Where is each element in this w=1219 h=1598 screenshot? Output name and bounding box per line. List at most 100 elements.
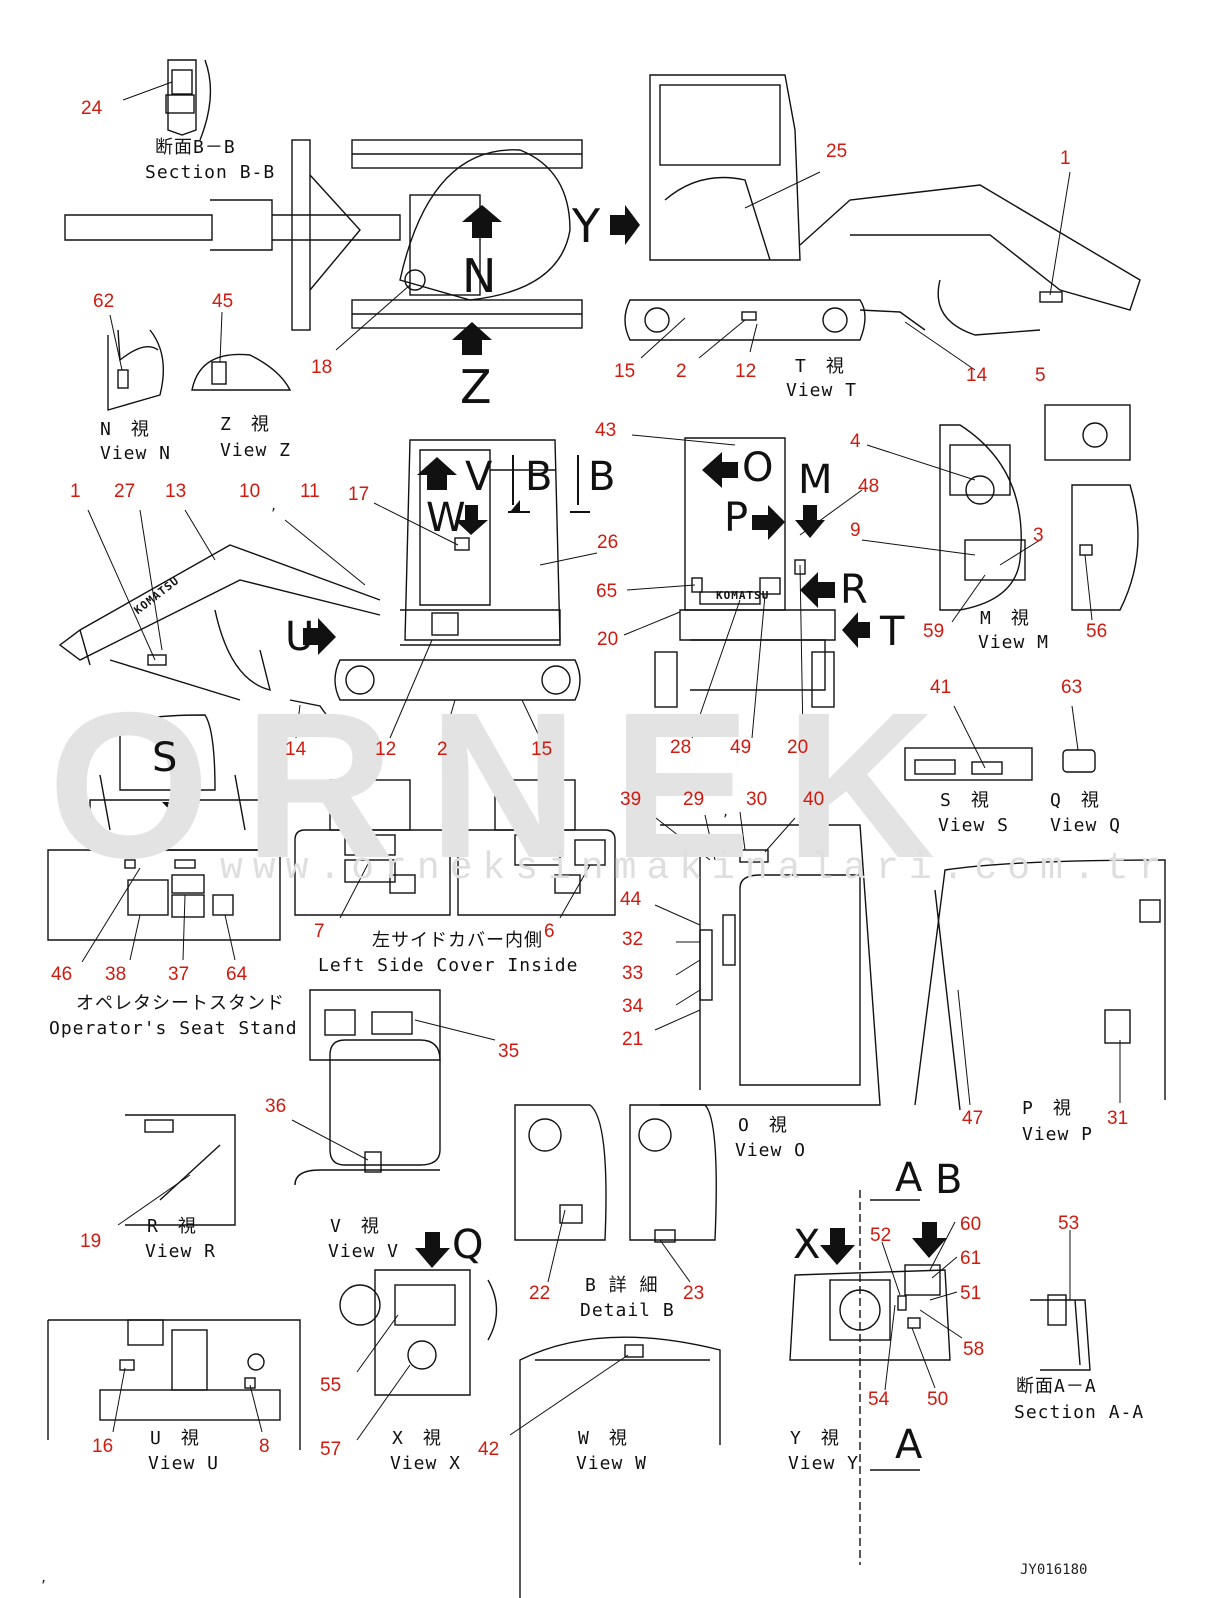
part-number: 31 [1107,1108,1129,1129]
part-number: 20 [597,629,619,650]
caption-view-u-en: View U [148,1453,220,1474]
caption-view-p-en: View P [1022,1124,1094,1145]
part-number: 46 [51,964,73,985]
view-v-drawing [294,989,441,1186]
letter-a2: A [895,1422,923,1468]
brand-mark-rear: KOMATSU [716,589,770,602]
top-view-drawing [64,139,583,331]
part-number: 44 [620,889,642,910]
part-number: 26 [597,532,619,553]
part-number: 57 [320,1439,342,1460]
part-number: 38 [105,964,127,985]
part-number: 30 [746,789,768,810]
part-number: 53 [1058,1213,1080,1234]
part-number: 47 [962,1108,984,1129]
caption-view-o-ja: O 視 [738,1115,788,1136]
caption-detail-b-ja: B 詳 細 [585,1275,659,1296]
caption-view-y-en: View Y [788,1453,860,1474]
part-number: 51 [960,1283,982,1304]
part-number: 15 [531,739,553,760]
view-n-z-drawing [107,329,292,411]
part-number: 59 [923,621,945,642]
caption-view-v-en: View V [328,1241,400,1262]
part-number: 61 [960,1248,982,1269]
view-u-drawing [47,1319,301,1450]
part-number: 25 [826,141,848,162]
leader-lines [81,81,1121,1441]
part-number: 28 [670,737,692,758]
caption-section-aa-ja: 断面A－A [1016,1376,1097,1397]
part-number: 7 [314,921,325,942]
part-number: 1 [1060,148,1071,169]
left-side-cover-drawing [294,779,616,916]
part-number: 58 [963,1339,985,1360]
caption-left-side-cover-ja: 左サイドカバー内側 [372,930,543,951]
caption-view-p-ja: P 視 [1022,1098,1072,1119]
caption-view-m-en: View M [978,632,1050,653]
caption-view-s-ja: S 視 [940,790,990,811]
part-number: 52 [870,1225,892,1246]
watermark-brand: ORNEK [48,670,970,902]
small-mark: , [722,805,731,819]
part-number: 13 [165,481,187,502]
letter-q: Q [452,1222,484,1268]
letter-w: W [426,495,466,541]
part-number: 8 [259,1436,270,1457]
part-number: 60 [960,1214,982,1235]
part-number: 15 [614,361,636,382]
caption-view-n-ja: N 視 [100,419,150,440]
caption-view-r-ja: R 視 [147,1216,197,1237]
part-number: 11 [300,481,320,502]
caption-view-x-en: View X [390,1453,462,1474]
letter-s: S [152,735,178,781]
caption-seat-stand-ja: オペレタシートスタンド [76,993,285,1014]
part-number: 42 [478,1439,500,1460]
part-number: 29 [683,789,705,810]
view-w-drawing [519,1336,721,1598]
part-number: 37 [168,964,190,985]
part-number: 6 [544,921,555,942]
part-number: 17 [348,484,370,505]
part-number: 54 [868,1389,890,1410]
view-arrows [162,205,947,1268]
part-number: 14 [285,739,307,760]
letter-b1: B [525,454,553,500]
caption-view-v-ja: V 視 [330,1216,380,1237]
caption-view-w-ja: W 視 [578,1428,628,1449]
caption-view-z-ja: Z 視 [220,414,270,435]
part-number: 12 [735,361,757,382]
seat-stand-drawing [47,714,281,941]
part-number: 55 [320,1375,342,1396]
part-number: 43 [595,420,617,441]
part-number: 34 [622,996,644,1017]
part-number: 32 [622,929,644,950]
letter-m: M [798,457,833,503]
side-view-t-drawing [624,74,1141,341]
caption-view-t-en: View T [786,380,858,401]
small-mark: , [270,499,279,513]
caption-view-o-en: View O [735,1140,807,1161]
caption-view-q-en: View Q [1050,815,1122,836]
part-number: 39 [620,789,642,810]
part-number: 56 [1086,621,1108,642]
part-number: 35 [498,1041,520,1062]
caption-view-r-en: View R [145,1241,217,1262]
part-number: 2 [437,739,448,760]
part-number: 24 [81,98,103,119]
part-number: 12 [375,739,397,760]
part-number: 5 [1035,365,1046,386]
caption-view-z-en: View Z [220,440,292,461]
part-number: 45 [212,291,234,312]
rear-view-drawing [654,437,836,708]
caption-section-bb-ja: 断面B－B [155,137,236,158]
view-m-drawing [939,404,1139,611]
section-aa-drawing [1030,1294,1091,1371]
letter-a1: A [895,1155,923,1201]
caption-left-side-cover-en: Left Side Cover Inside [318,955,579,976]
part-number: 21 [622,1029,644,1050]
part-number: 48 [858,476,880,497]
letter-o: O [742,445,774,491]
view-r-drawing [125,1114,236,1226]
